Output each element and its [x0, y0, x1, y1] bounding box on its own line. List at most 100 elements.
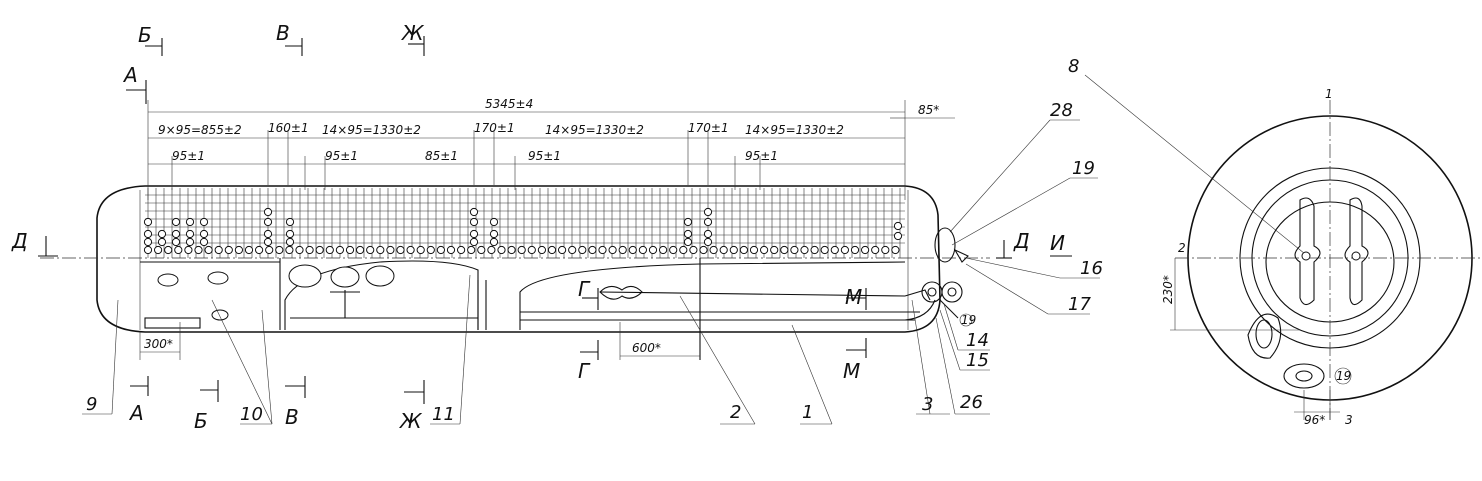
tube-hole — [527, 245, 536, 255]
tube-hole — [469, 229, 479, 239]
tube-hole — [537, 245, 547, 255]
dim-side-height: 230* — [1161, 275, 1175, 304]
tube-hole — [263, 217, 273, 227]
tube-hole — [648, 245, 658, 255]
tube-hole — [699, 245, 708, 255]
tube-hole — [669, 245, 678, 255]
tube-hole — [315, 245, 324, 255]
section-d-left: Д — [11, 229, 28, 253]
pos-8: 8 — [1068, 56, 1079, 77]
dim-seg1: 9×95=855±2 — [158, 123, 242, 137]
tube-hole — [244, 245, 254, 255]
section-a-top: А — [122, 63, 138, 87]
section-v-top: В — [276, 21, 290, 45]
dim-pitch3: 85±1 — [425, 149, 458, 163]
tube-hole — [366, 245, 375, 255]
tube-hole — [517, 245, 526, 255]
tube-hole — [436, 245, 445, 255]
pos-28: 28 — [1050, 100, 1073, 121]
tube-hole — [871, 245, 880, 255]
tube-hole — [295, 245, 304, 255]
tube-hole — [598, 245, 607, 255]
section-b-top: Б — [138, 23, 152, 47]
tube-hole — [275, 245, 284, 255]
tube-hole — [477, 245, 486, 255]
dim-bottom1: 300* — [144, 337, 173, 351]
tube-hole — [840, 245, 850, 255]
tube-hole — [174, 245, 183, 255]
tube-hole — [719, 245, 728, 255]
tube-hole — [457, 245, 466, 255]
tube-hole — [406, 245, 415, 255]
pos-17: 17 — [1068, 294, 1091, 315]
tube-hole — [703, 229, 713, 239]
tube-hole — [638, 245, 648, 255]
tube-hole — [164, 245, 173, 255]
tube-hole — [386, 245, 395, 255]
end-fittings: 19 — [921, 227, 976, 327]
tube-hole — [683, 229, 693, 239]
tube-hole — [780, 245, 789, 255]
dim-seg3: 14×95=1330±2 — [545, 123, 644, 137]
section-g-top: Г — [578, 277, 591, 301]
dim-overall: 5345±4 — [485, 97, 533, 111]
tube-hole — [199, 237, 209, 247]
tube-hole — [729, 245, 738, 255]
pos-19: 19 — [1072, 158, 1095, 179]
tube-hole — [234, 245, 243, 255]
pos-3: 3 — [922, 394, 933, 415]
tube-hole — [416, 245, 425, 255]
tube-hole — [199, 217, 209, 227]
tube-hole — [489, 217, 499, 227]
tube-hole — [469, 207, 479, 217]
tube-hole — [157, 229, 167, 239]
pos-2: 2 — [730, 402, 741, 423]
tube-hole — [893, 231, 903, 241]
pos-16: 16 — [1080, 258, 1103, 279]
tube-hole — [893, 221, 903, 231]
tube-hole — [588, 245, 597, 255]
tube-hole — [489, 237, 499, 247]
side-circle-mark: 19 — [1336, 369, 1351, 383]
tube-hole — [171, 217, 181, 227]
tube-hole — [171, 229, 181, 239]
tube-hole — [285, 217, 295, 227]
pos-9: 9 — [86, 394, 97, 415]
tube-hole — [356, 245, 365, 255]
tube-hole — [154, 245, 163, 255]
section-d-right: Д — [1013, 229, 1030, 253]
tube-hole — [703, 217, 713, 227]
tube-hole — [558, 245, 567, 255]
dim-gap2: 170±1 — [474, 121, 515, 135]
tube-hole — [618, 245, 627, 255]
tube-hole — [749, 245, 759, 255]
dim-seg4: 14×95=1330±2 — [745, 123, 844, 137]
tube-hole — [689, 245, 698, 255]
tube-hole — [185, 229, 195, 239]
tube-hole — [568, 245, 577, 255]
pos-10: 10 — [240, 404, 263, 425]
tube-hole — [143, 237, 153, 247]
tube-hole — [157, 237, 167, 247]
tube-hole — [608, 245, 617, 255]
tube-hole — [185, 237, 195, 247]
section-a-bottom: А — [128, 401, 144, 425]
tube-hole — [446, 245, 456, 255]
tube-hole — [659, 245, 668, 255]
tube-hole — [263, 237, 273, 247]
dim-gap1: 160±1 — [268, 121, 309, 135]
section-zh-bottom: Ж — [398, 409, 423, 433]
tube-hole — [345, 245, 355, 255]
pos-14: 14 — [966, 330, 989, 351]
tube-hole — [224, 245, 233, 255]
tube-hole — [703, 207, 713, 217]
tube-hole — [507, 245, 516, 255]
tube-hole — [285, 237, 295, 247]
tube-hole — [263, 229, 273, 239]
dim-bottom2: 600* — [632, 341, 661, 355]
tube-hole — [703, 237, 713, 247]
valve-mark: 19 — [961, 313, 976, 327]
tube-hole — [830, 245, 839, 255]
pos-1: 1 — [802, 402, 813, 423]
